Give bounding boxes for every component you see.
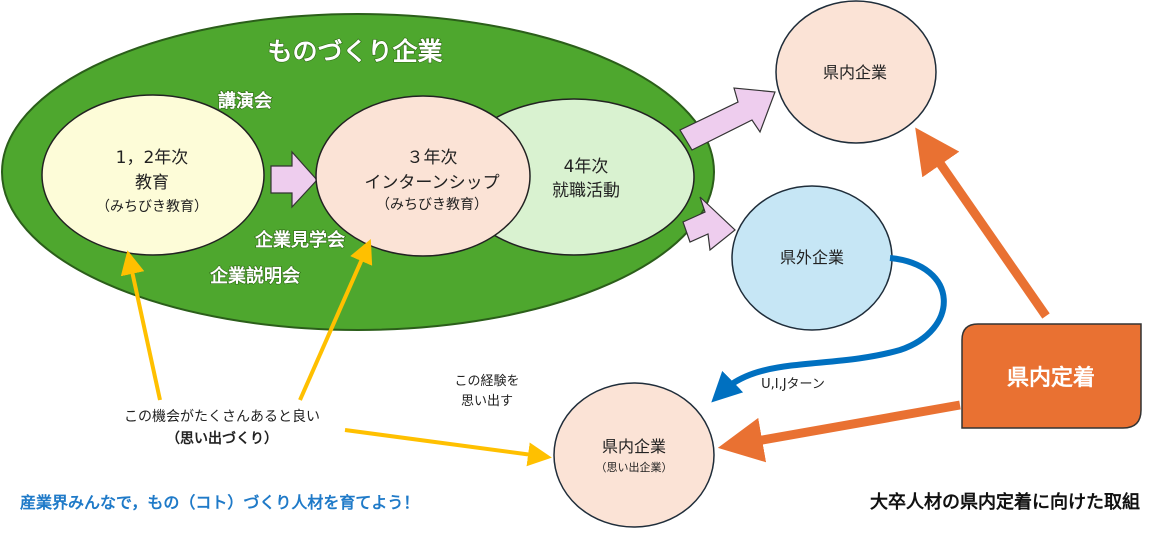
opportunity-line2: （思い出づくり） bbox=[166, 430, 278, 447]
stage1-line2: 教育 bbox=[135, 173, 169, 193]
uij-turn-label: U,I,Jターン bbox=[761, 377, 825, 392]
opportunity-to-memory-company-arrow bbox=[344, 428, 552, 467]
recall-line1: この経験を bbox=[454, 374, 519, 389]
stage2-line3: （みちびき教育） bbox=[376, 197, 488, 213]
arrow-stage1-to-stage2 bbox=[270, 150, 318, 209]
settle-to-top-arrow bbox=[915, 127, 1050, 319]
opportunity-line1: この機会がたくさんあると良い bbox=[124, 409, 320, 425]
settle-to-bottom-arrow bbox=[717, 400, 961, 463]
event-lecture: 講演会 bbox=[218, 90, 272, 112]
stage2-line2: インターンシップ bbox=[364, 173, 499, 193]
stage3-line1: 4年次 bbox=[564, 157, 609, 177]
in-pref-top-label: 県内企業 bbox=[823, 63, 887, 82]
uij-turn-arrow bbox=[711, 255, 947, 403]
in-pref-company-top bbox=[775, 0, 937, 144]
opportunity-to-stage1-arrow bbox=[120, 250, 162, 401]
stage-year12-ellipse bbox=[41, 94, 265, 256]
in-pref-bottom-line1: 県内企業 bbox=[602, 437, 666, 456]
stage1-line1: 1，2年次 bbox=[116, 148, 189, 168]
stage2-line1: ３年次 bbox=[407, 148, 458, 168]
outer-title: ものづくり企業 bbox=[267, 37, 442, 66]
arrow-to-in-pref-top bbox=[679, 87, 776, 151]
in-pref-bottom-line2: （思い出企業） bbox=[596, 460, 673, 474]
caption: 大卒人材の県内定着に向けた取組 bbox=[870, 491, 1140, 513]
stage1-line3: （みちびき教育） bbox=[96, 199, 208, 215]
event-tour: 企業見学会 bbox=[254, 229, 345, 251]
out-pref-label: 県外企業 bbox=[780, 248, 844, 267]
recall-line2: 思い出す bbox=[461, 394, 513, 409]
slogan: 産業界みんなで，もの（コト）づくり人材を育てよう！ bbox=[20, 493, 419, 512]
in-pref-company-bottom bbox=[553, 382, 715, 528]
settle-box-label: 県内定着 bbox=[1007, 365, 1095, 391]
stage-year3-ellipse bbox=[315, 95, 531, 257]
event-briefing: 企業説明会 bbox=[209, 265, 300, 287]
arrow-to-out-pref bbox=[682, 196, 736, 252]
settle-box bbox=[961, 323, 1142, 429]
stage3-line2: 就職活動 bbox=[552, 181, 620, 201]
opportunity-to-stage2-arrow bbox=[298, 239, 373, 401]
